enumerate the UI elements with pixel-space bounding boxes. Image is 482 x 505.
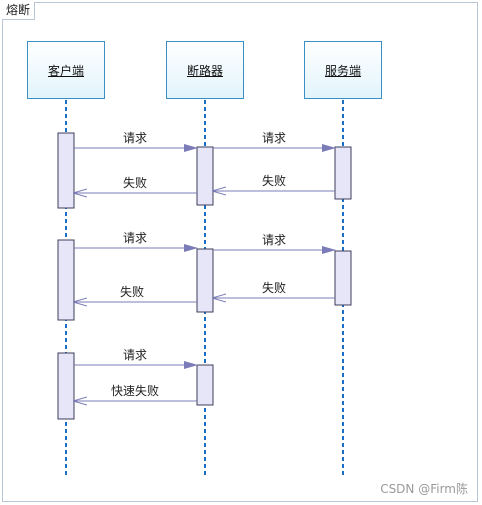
message-label-7: 失败 xyxy=(120,284,144,299)
message-label-6: 失败 xyxy=(262,280,286,295)
activation-bar-client-0 xyxy=(57,132,75,209)
message-label-3: 失败 xyxy=(123,175,147,190)
message-label-8: 请求 xyxy=(123,348,147,362)
message-label-0: 请求 xyxy=(123,131,147,145)
message-label-4: 请求 xyxy=(123,231,147,245)
message-label-1: 请求 xyxy=(262,131,286,145)
activation-bar-service-5 xyxy=(334,250,352,306)
participant-breaker: 断路器 xyxy=(166,41,244,99)
activation-bar-breaker-1 xyxy=(196,146,214,206)
participant-service: 服务端 xyxy=(304,41,382,99)
message-label-9: 快速失败 xyxy=(111,383,159,398)
activation-bar-client-3 xyxy=(57,239,75,321)
frame-title: 熔断 xyxy=(2,2,36,20)
diagram-frame xyxy=(2,2,478,502)
participant-label-service: 服务端 xyxy=(324,63,361,78)
participant-label-client: 客户端 xyxy=(47,63,84,78)
participant-label-breaker: 断路器 xyxy=(186,63,223,78)
participant-client: 客户端 xyxy=(27,41,105,99)
message-label-2: 失败 xyxy=(262,173,286,188)
message-label-5: 请求 xyxy=(262,233,286,247)
activation-bar-client-6 xyxy=(57,352,75,420)
activation-bar-service-2 xyxy=(334,146,352,200)
watermark: CSDN @Firm陈 xyxy=(380,482,468,496)
activation-bar-breaker-7 xyxy=(196,364,214,406)
activation-bar-breaker-4 xyxy=(196,248,214,313)
